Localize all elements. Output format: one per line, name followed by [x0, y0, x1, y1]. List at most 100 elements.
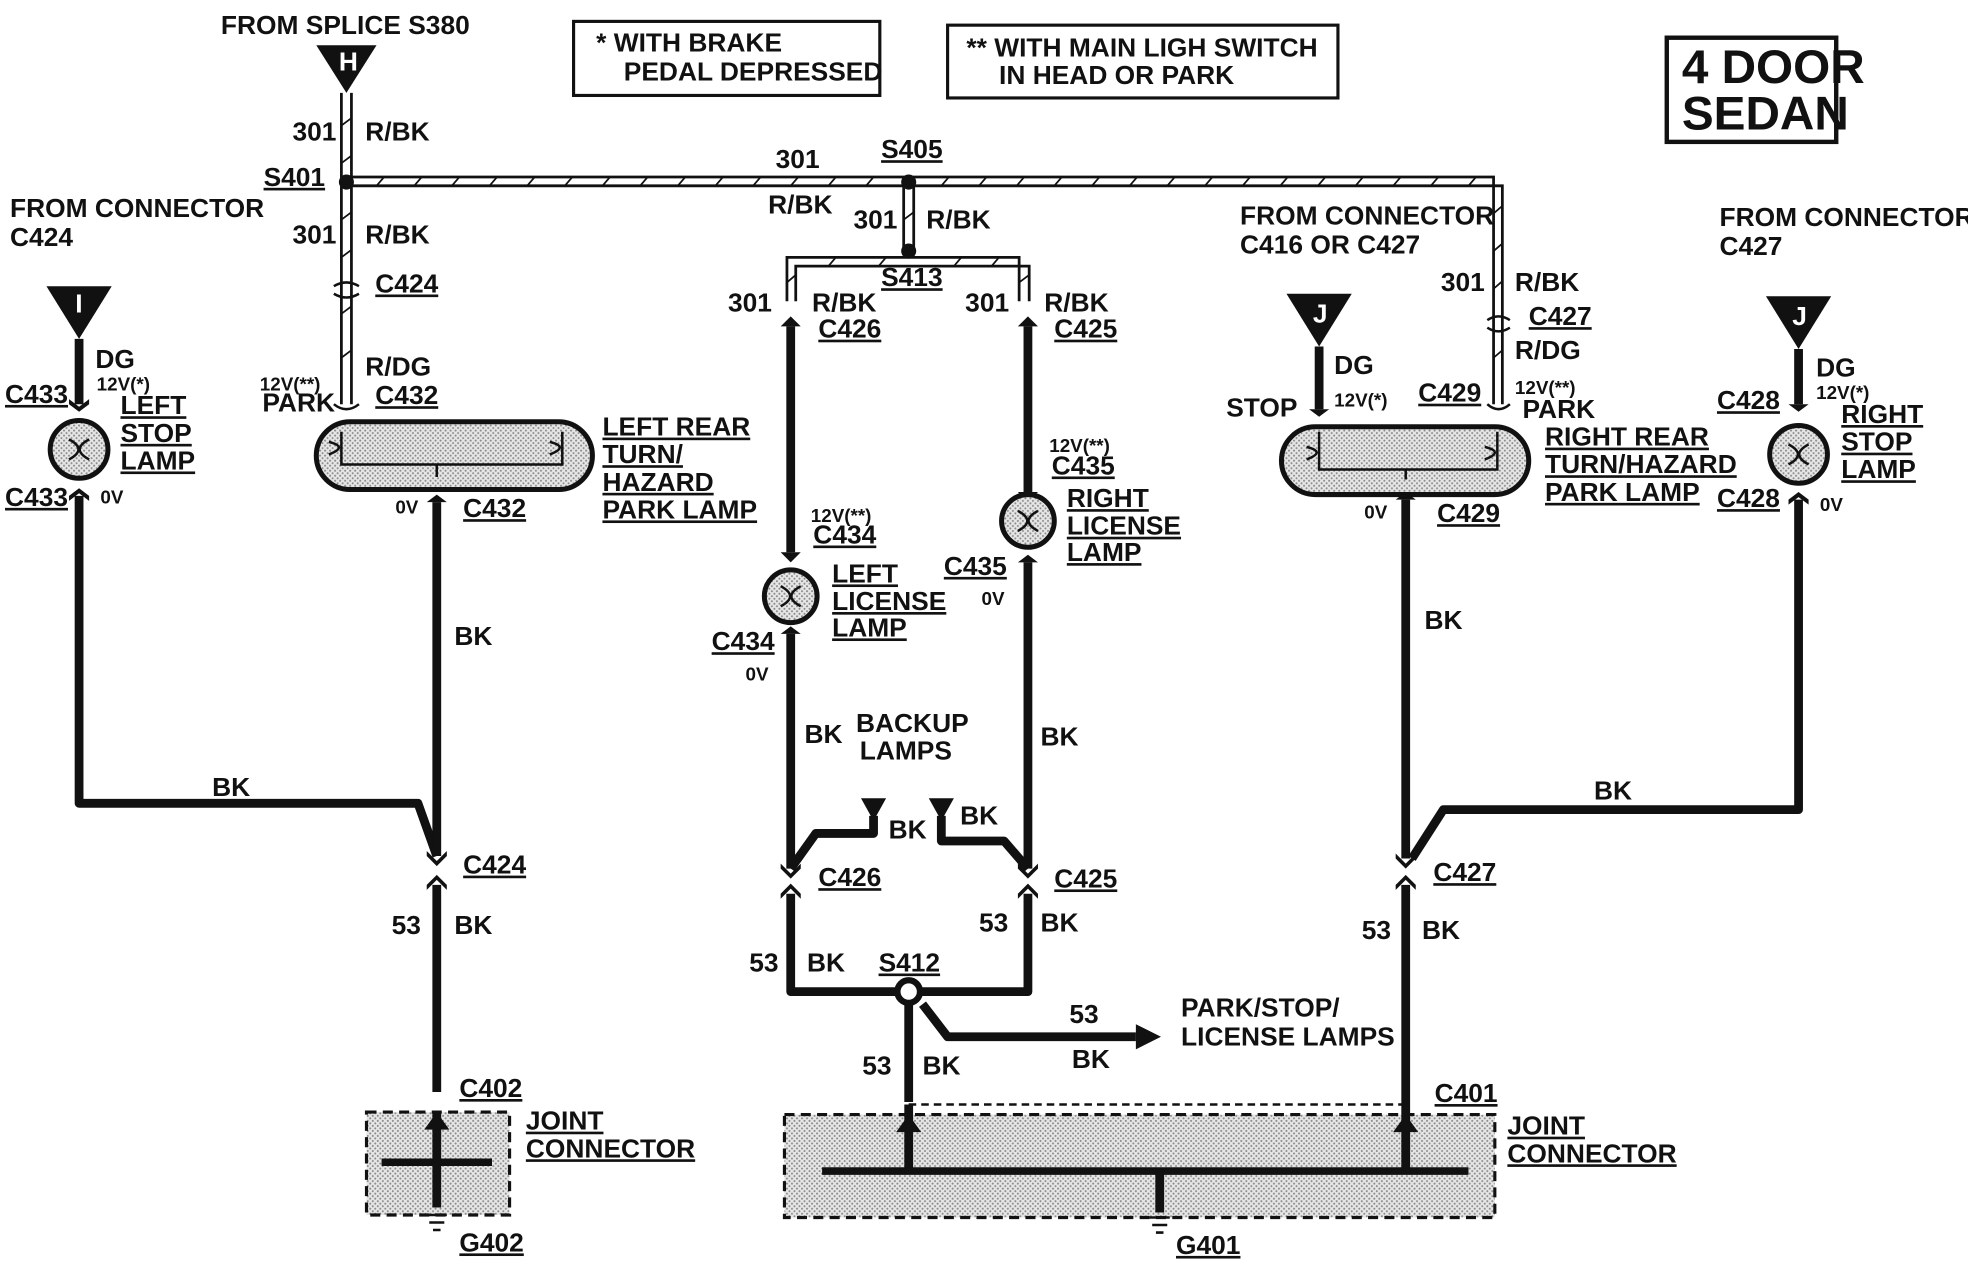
wire-rbk-label: R/BK	[1515, 267, 1579, 297]
left-rear-lamp-housing	[313, 419, 595, 493]
model-line2: SEDAN	[1682, 87, 1849, 140]
left-stop-lamp-label: LEFT STOP LAMP	[120, 390, 195, 475]
splice-s413-dot	[901, 243, 917, 259]
voltage-0v: 0V	[746, 663, 769, 684]
voltage-12v-star: 12V(*)	[97, 373, 150, 394]
right-license-lamp-label: RIGHT LICENSE LAMP	[1067, 483, 1181, 567]
connector-c428-label: C428	[1717, 483, 1780, 513]
connector-c433-label: C433	[5, 379, 68, 409]
wire-hatching	[340, 117, 1503, 359]
main-light-note-box: ** WITH MAIN LIGH SWITCH IN HEAD OR PARK	[946, 23, 1340, 100]
main-light-note-line2: IN HEAD OR PARK	[999, 60, 1234, 90]
connector-c434-label: C434	[712, 626, 775, 656]
wire-bk-label: BK	[1425, 605, 1463, 635]
brake-note-line1: * WITH BRAKE	[596, 28, 782, 58]
voltage-12v-dstar: 12V(**)	[1515, 377, 1576, 398]
svg-text:RIGHT: RIGHT	[1067, 483, 1149, 513]
circuit-53-label: 53	[1362, 915, 1391, 945]
splice-s401-label: S401	[264, 162, 326, 192]
svg-text:LAMP: LAMP	[1067, 537, 1142, 567]
svg-text:LICENSE LAMPS: LICENSE LAMPS	[1181, 1022, 1395, 1052]
stop-label: STOP	[1226, 393, 1297, 423]
right-stop-lamp-label: RIGHT STOP LAMP	[1841, 399, 1923, 484]
wire-bk-label: BK	[805, 719, 843, 749]
wire-rbk-label: R/BK	[768, 189, 832, 219]
connector-c424-label: C424	[463, 850, 526, 880]
wire-rbk-label: R/BK	[365, 117, 429, 147]
thick-wires	[74, 326, 1803, 1105]
source-i-arrow: I	[46, 286, 112, 339]
circuit-301-label: 301	[853, 204, 897, 234]
wire-dg-label: DG	[1816, 353, 1856, 383]
svg-text:LICENSE: LICENSE	[1067, 511, 1181, 541]
connector-c435-label: C435	[1052, 450, 1115, 480]
wire-rdg-label: R/DG	[1515, 335, 1581, 365]
right-rear-lamp-housing	[1278, 424, 1532, 498]
left-rear-lamp-label: LEFT REAR TURN/ HAZARD PARK LAMP	[602, 412, 757, 525]
svg-text:LAMP: LAMP	[1841, 454, 1916, 484]
splice-s413-label: S413	[881, 262, 943, 292]
left-license-lamp-label: LEFT LICENSE LAMP	[832, 558, 946, 642]
svg-text:PARK LAMP: PARK LAMP	[1545, 477, 1700, 507]
main-light-note-line1: ** WITH MAIN LIGH SWITCH	[966, 33, 1317, 63]
svg-text:HAZARD: HAZARD	[602, 467, 713, 497]
svg-text:TURN/: TURN/	[602, 439, 683, 469]
wire-bk-label: BK	[1040, 907, 1078, 937]
model-line1: 4 DOOR	[1682, 41, 1865, 94]
wire-bk-label: BK	[1594, 776, 1632, 806]
wire-bk-label: BK	[1072, 1044, 1110, 1074]
source-j-letter-right: J	[1792, 301, 1807, 331]
from-connector-c424-line2: C424	[10, 222, 73, 252]
svg-text:LICENSE: LICENSE	[832, 586, 946, 616]
wire-dg-label: DG	[95, 344, 135, 374]
splice-s412-dot	[894, 977, 924, 1007]
from-connector-c416-line2: C416 OR C427	[1240, 230, 1420, 260]
circuit-301-label: 301	[776, 144, 820, 174]
right-rear-lamp-label: RIGHT REAR TURN/HAZARD PARK LAMP	[1545, 422, 1737, 507]
park-stop-license-label: PARK/STOP/ LICENSE LAMPS	[1181, 993, 1395, 1052]
joint-connector-right-label: JOINT CONNECTOR	[1507, 1111, 1676, 1169]
from-connector-c416-line1: FROM CONNECTOR	[1240, 201, 1494, 231]
connector-c434-label: C434	[813, 520, 876, 550]
splice-s405-dot	[901, 174, 917, 190]
circuit-301-label: 301	[1441, 267, 1485, 297]
svg-text:TURN/HAZARD: TURN/HAZARD	[1545, 449, 1737, 479]
backup-lamps-label: BACKUP LAMPS	[856, 708, 969, 766]
connector-chevrons	[69, 316, 1809, 1050]
svg-text:LAMPS: LAMPS	[860, 735, 952, 765]
connector-c428-label: C428	[1717, 385, 1780, 415]
park-label-left: PARK	[262, 388, 335, 418]
wire-rbk-label: R/BK	[365, 220, 429, 250]
voltage-0v: 0V	[1364, 501, 1387, 522]
circuit-53-label: 53	[979, 907, 1008, 937]
voltage-12v-dstar: 12V(**)	[811, 505, 872, 526]
svg-text:RIGHT: RIGHT	[1841, 399, 1923, 429]
voltage-12v-star: 12V(*)	[1334, 390, 1387, 411]
wire-bk-label: BK	[889, 814, 927, 844]
joint-connector-right	[782, 1103, 1497, 1234]
connector-c429-label: C429	[1418, 378, 1481, 408]
connector-c432-label: C432	[463, 493, 526, 523]
voltage-0v: 0V	[100, 486, 123, 507]
connector-c425-label: C425	[1054, 314, 1117, 344]
joint-connector-left-label: JOINT CONNECTOR	[526, 1106, 695, 1164]
ground-g401-label: G401	[1176, 1230, 1240, 1260]
svg-text:CONNECTOR: CONNECTOR	[526, 1133, 695, 1163]
wire-rbk-label: R/BK	[926, 204, 990, 234]
voltage-0v: 0V	[395, 496, 418, 517]
wire-rbk-label: R/BK	[812, 287, 876, 317]
splice-s401-dot	[338, 174, 354, 190]
circuit-301-label: 301	[965, 287, 1009, 317]
source-h-letter: H	[339, 46, 358, 76]
wire-bk-label: BK	[454, 621, 492, 651]
source-h-arrow: H	[316, 45, 377, 93]
connector-labels: C433 C433 C424 C424 C432 C432 C426 C426 …	[5, 268, 1780, 1259]
svg-text:BACKUP: BACKUP	[856, 708, 969, 738]
svg-text:PARK/STOP/: PARK/STOP/	[1181, 993, 1340, 1023]
connector-c429-label: C429	[1437, 498, 1500, 528]
connector-c402-label: C402	[459, 1073, 522, 1103]
svg-text:LEFT: LEFT	[832, 558, 898, 588]
svg-text:PARK LAMP: PARK LAMP	[602, 494, 757, 524]
brake-note-line2: PEDAL DEPRESSED	[624, 56, 883, 86]
